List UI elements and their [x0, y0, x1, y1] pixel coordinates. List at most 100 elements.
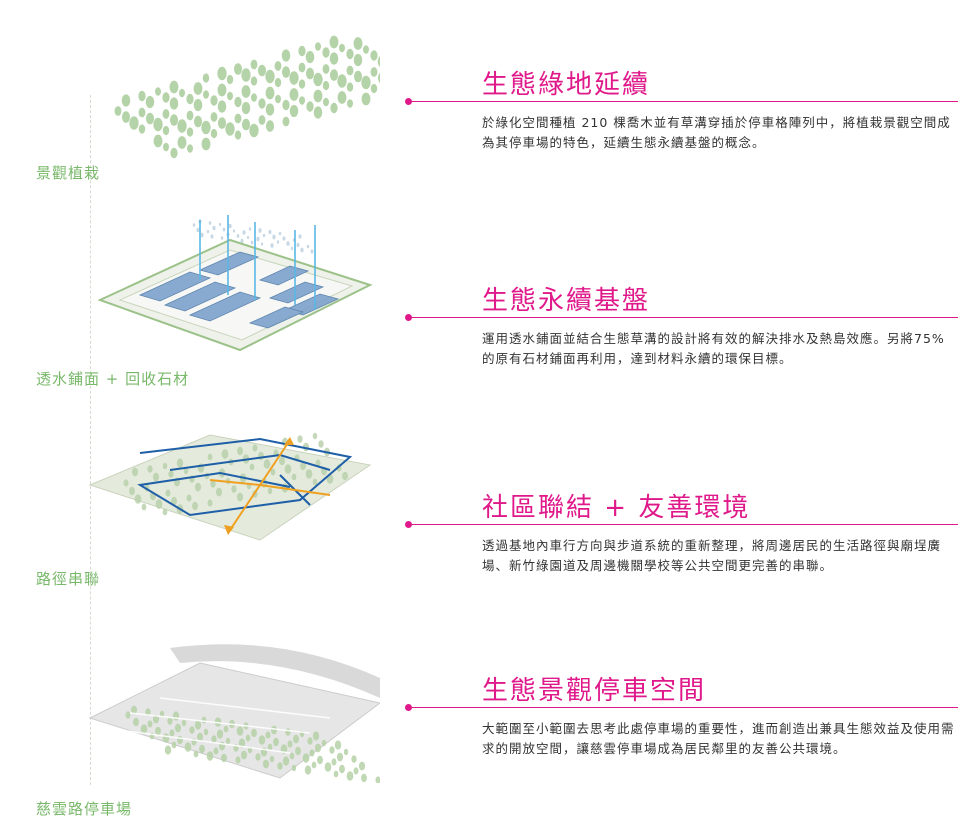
tree-mark [138, 107, 146, 118]
layer-label-routes: 路徑串聯 [36, 570, 101, 588]
tree-mark [258, 228, 262, 233]
tree-mark [130, 705, 138, 715]
tree-mark [353, 37, 363, 50]
parking-site-trees [125, 705, 380, 783]
tree-mark [210, 128, 218, 139]
tree-mark [289, 104, 299, 118]
tree-mark [361, 773, 367, 783]
tree-mark [318, 440, 324, 448]
tree-mark [214, 717, 222, 727]
tree-mark [235, 756, 241, 764]
tree-mark [305, 469, 313, 479]
tree-mark [222, 227, 226, 232]
tree-mark [192, 501, 198, 511]
tree-mark [284, 464, 292, 474]
tree-mark [162, 142, 170, 152]
tree-mark [215, 487, 223, 497]
tree-mark [342, 471, 348, 481]
tree-mark [237, 446, 243, 456]
tree-mark [257, 64, 267, 77]
leader-line [408, 317, 958, 318]
tree-mark [265, 120, 275, 132]
tree-mark [263, 459, 271, 469]
tree-mark [375, 776, 380, 783]
tree-grid [114, 35, 380, 159]
tree-mark [295, 746, 301, 756]
tree-mark [297, 435, 303, 443]
tree-mark [370, 67, 378, 77]
tree-mark [241, 101, 251, 115]
adjacent-road-band [170, 644, 380, 698]
parking-site-illustration [88, 644, 380, 783]
tree-mark [255, 753, 261, 761]
tree-mark [177, 119, 187, 133]
tree-mark [351, 755, 357, 763]
tree-mark [304, 765, 312, 775]
tree-mark [270, 468, 276, 476]
tree-mark [162, 508, 168, 516]
tree-mark [262, 759, 270, 769]
tree-mark [228, 223, 232, 229]
tree-mark [165, 489, 171, 497]
tree-mark [300, 461, 306, 471]
tree-mark [362, 45, 370, 54]
tree-mark [265, 86, 275, 100]
tree-mark [159, 710, 165, 718]
tree-mark [290, 246, 294, 251]
tree-mark [250, 240, 254, 245]
tree-mark [338, 43, 346, 53]
tree-mark [232, 229, 236, 233]
tree-mark [212, 225, 216, 231]
layer-description-text: 透過基地內車行方向與步道系統的重新整理，將周邊居民的生活路徑與廟埕廣場、新竹綠園… [482, 538, 942, 573]
tree-mark [329, 52, 339, 65]
planting-layer-illustration [114, 35, 380, 159]
tree-mark [181, 719, 187, 727]
tree-mark [193, 750, 199, 758]
tree-mark [196, 227, 200, 233]
tree-mark [276, 240, 280, 244]
tree-mark [337, 74, 347, 88]
tree-mark [292, 734, 300, 744]
tree-mark [169, 80, 179, 94]
tree-mark [346, 48, 354, 60]
layer-axis-line [90, 95, 91, 785]
tree-mark [317, 755, 323, 765]
tree-mark [153, 134, 163, 148]
tree-mark [129, 116, 139, 130]
tree-mark [192, 223, 196, 227]
tree-mark [169, 729, 175, 737]
tree-mark [281, 49, 291, 62]
leader-line [408, 524, 958, 525]
tree-mark [147, 720, 153, 728]
tree-mark [147, 465, 153, 473]
tree-mark [353, 53, 363, 67]
tree-mark [282, 116, 290, 127]
tree-mark [210, 95, 218, 106]
tree-mark [321, 739, 327, 747]
tree-mark [236, 492, 244, 502]
paving-layer-illustration [97, 215, 373, 352]
layer-label-planting: 景觀植栽 [36, 164, 101, 182]
tree-mark [213, 747, 219, 755]
tree-mark [331, 758, 337, 766]
tree-mark [278, 231, 282, 236]
tree-mark [241, 85, 251, 98]
routes-layer-illustration [88, 432, 372, 541]
tree-mark [377, 56, 380, 67]
tree-mark [258, 98, 266, 109]
tree-mark [199, 744, 205, 754]
tree-mark [312, 731, 320, 741]
tree-mark [231, 485, 237, 493]
tree-mark [155, 726, 161, 736]
tree-mark [353, 767, 359, 775]
tree-mark [249, 123, 259, 138]
tree-mark [114, 106, 122, 116]
tree-mark [201, 137, 211, 151]
tree-mark [268, 229, 272, 235]
tree-mark [265, 69, 275, 84]
tree-mark [193, 115, 203, 128]
tree-mark [346, 65, 354, 76]
parking-lane-lines [119, 697, 331, 754]
tree-mark [346, 82, 354, 92]
tree-mark [183, 467, 189, 475]
